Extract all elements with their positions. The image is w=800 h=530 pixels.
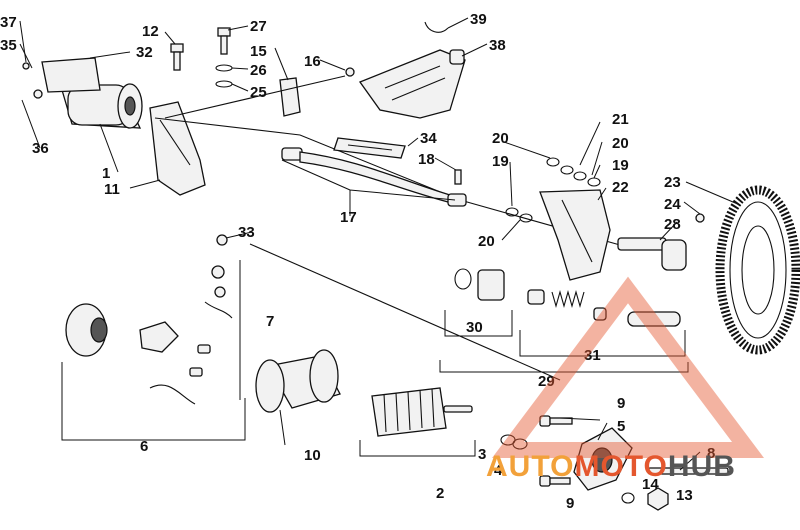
callout-39: 39: [470, 11, 487, 28]
callout-21: 21: [612, 111, 629, 128]
washer-14: [621, 492, 635, 504]
callout-25: 25: [250, 84, 267, 101]
watermark-part-3: HUB: [668, 450, 736, 483]
clip-18: [454, 169, 462, 185]
brush-plate-7: [204, 265, 233, 319]
callout-37: 37: [0, 14, 17, 31]
drive-kit-30: [454, 268, 505, 301]
leader-lines: [19, 17, 741, 471]
callout-1: 1: [102, 165, 110, 182]
callout-8: 8: [707, 445, 715, 462]
field-frame-10: [255, 349, 341, 413]
end-housing-6: [65, 303, 211, 405]
watermark-part-2: MOTO: [574, 450, 667, 483]
callout-23: 23: [664, 174, 681, 191]
assembly-axis-line: [154, 117, 621, 246]
callout-31: 31: [584, 347, 601, 364]
armature-2: [371, 387, 473, 437]
nut-33: [216, 234, 228, 246]
callout-24: 24: [664, 196, 681, 213]
callout-3: 3: [478, 446, 486, 463]
assembly-line-16: [164, 75, 346, 119]
watermark-part-1: AUTO: [486, 450, 574, 483]
nut-16: [345, 67, 355, 77]
callout-5: 5: [617, 418, 625, 435]
drive-kit-31: [527, 289, 681, 327]
label-plate-34: [333, 137, 406, 159]
callout-20-c: 20: [478, 233, 495, 250]
bolt-9-upper: [539, 415, 573, 427]
bolt-9-lower: [539, 475, 571, 487]
callout-9-lower: 9: [566, 495, 574, 512]
callout-13: 13: [676, 487, 693, 504]
callout-33: 33: [238, 224, 255, 241]
watermark-logo: AUTOMOTOHUB: [486, 276, 764, 483]
bracket-38: [358, 49, 466, 119]
callout-29: 29: [538, 373, 555, 390]
callout-28: 28: [664, 216, 681, 233]
bracket-lines-29-30-31: [439, 310, 689, 373]
callout-17: 17: [340, 209, 357, 226]
callout-34: 34: [420, 130, 437, 147]
callout-30: 30: [466, 319, 483, 336]
watermark-triangle: [492, 276, 764, 458]
screw-24: [695, 213, 705, 223]
callout-19-b: 19: [612, 157, 629, 174]
bolt-12: [170, 43, 184, 71]
callout-12: 12: [142, 23, 159, 40]
callout-16: 16: [304, 53, 321, 70]
bracket-22: [539, 189, 611, 281]
bracket-line-2: [359, 440, 476, 457]
callout-18: 18: [418, 151, 435, 168]
drive-shaft-28: [617, 237, 687, 271]
bracket-lines-6-7: [61, 260, 246, 441]
nut-13: [647, 487, 669, 511]
callout-14: 14: [642, 476, 659, 493]
washer-4: [512, 438, 528, 450]
callout-6: 6: [140, 438, 148, 455]
starter-solenoid: [22, 57, 143, 129]
battery-cable-17: [281, 147, 467, 207]
ring-gear-23: [715, 185, 800, 355]
long-bolt-8: [647, 467, 729, 475]
callout-7: 7: [266, 313, 274, 330]
bolt-27: [215, 27, 233, 88]
callout-2: 2: [436, 485, 444, 502]
callout-10: 10: [304, 447, 321, 464]
callout-20-b: 20: [612, 135, 629, 152]
washers-19-20-21: [505, 157, 601, 223]
callout-4: 4: [494, 462, 503, 479]
watermark-text: AUTOMOTOHUB: [486, 450, 736, 483]
clip-39: [424, 21, 449, 33]
callout-22: 22: [612, 179, 629, 196]
callout-36: 36: [32, 140, 49, 157]
spacer-15: [279, 77, 301, 117]
callout-9-upper: 9: [617, 395, 625, 412]
callout-38: 38: [489, 37, 506, 54]
mounting-bracket: [149, 101, 206, 196]
callout-labels: 37 35 36 32 1 11 12 27 15 26 25 16 17 34…: [0, 11, 715, 512]
callout-15: 15: [250, 43, 267, 60]
callout-27: 27: [250, 18, 267, 35]
callout-20-a: 20: [492, 130, 509, 147]
callout-32: 32: [136, 44, 153, 61]
callout-35: 35: [0, 37, 17, 54]
assembly-axis-line-lower: [249, 243, 561, 381]
end-cover-5: [573, 427, 633, 491]
callout-26: 26: [250, 62, 267, 79]
callout-19-a: 19: [492, 153, 509, 170]
callout-11: 11: [104, 181, 120, 198]
